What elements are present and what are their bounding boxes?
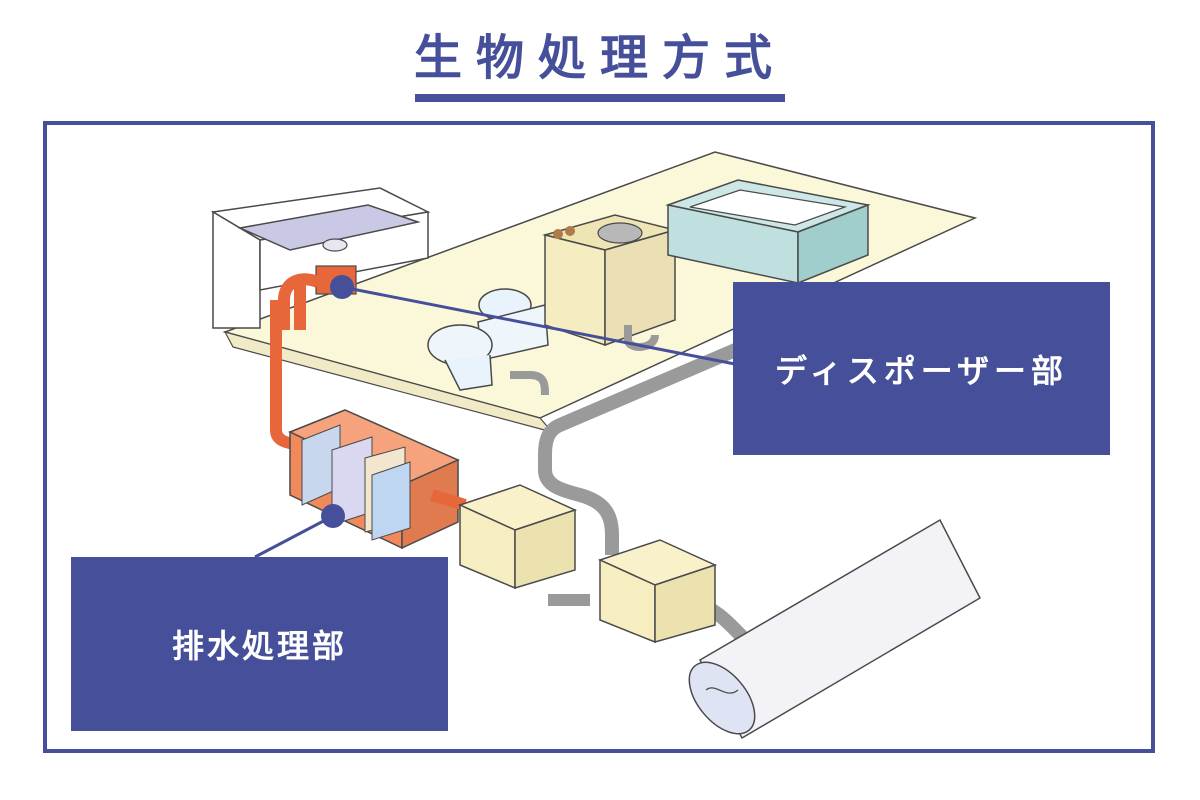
callout-drain xyxy=(254,504,345,559)
toilet xyxy=(427,288,549,396)
junction-box-1 xyxy=(457,484,578,590)
sewer-main xyxy=(688,518,981,740)
diagram-frame xyxy=(43,121,1155,753)
junction-box-2 xyxy=(597,539,718,644)
washing-machine xyxy=(542,214,678,351)
callout-disposer xyxy=(330,275,741,367)
disposer-label: ディスポーザー部 xyxy=(733,282,1110,455)
diagram-title: 生物処理方式 xyxy=(413,30,786,86)
treatment-tank xyxy=(288,409,467,550)
kitchen-sink xyxy=(210,187,431,329)
title-underline xyxy=(415,94,785,102)
drain-treatment-label: 排水処理部 xyxy=(71,557,448,731)
